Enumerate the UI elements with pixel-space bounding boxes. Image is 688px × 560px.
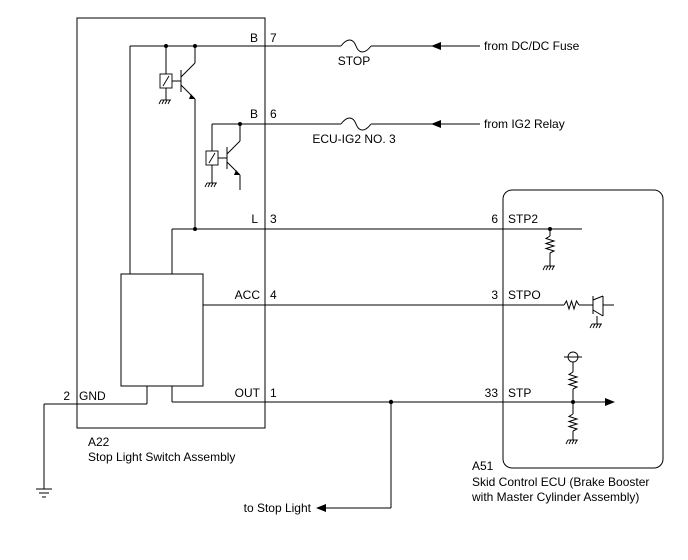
a22-code: A22 [88, 435, 110, 449]
a51-name-line2: with Master Cylinder Assembly) [471, 490, 639, 504]
out-line-internal [171, 386, 265, 403]
b6-wire [265, 117, 480, 131]
b7-wire [265, 39, 480, 53]
out-stp-wire [265, 398, 615, 512]
a22-pin-b6-signal: B [250, 107, 258, 121]
a51-pin-stpo-signal: STPO [508, 288, 541, 302]
a22-pin-l-number: 3 [270, 212, 277, 226]
stp-bias-network [564, 351, 582, 445]
a51-pin-stpo-number: 3 [491, 288, 498, 302]
a51-pin-stp2-number: 6 [491, 212, 498, 226]
a51-name-line1: Skid Control ECU (Brake Booster [472, 475, 649, 489]
a22-pin-b7-signal: B [250, 31, 258, 45]
ig2-source-label: from IG2 Relay [484, 117, 565, 131]
a22-pin-gnd-signal: GND [79, 389, 106, 403]
a22-pin-out-number: 1 [270, 386, 277, 400]
a22-pin-acc-number: 4 [270, 288, 277, 302]
relay-circuit-b7 [129, 44, 265, 274]
a22-switch-block [120, 273, 204, 387]
a51-pin-stp-number: 33 [485, 386, 499, 400]
a51-box [502, 189, 664, 469]
a22-pin-acc-signal: ACC [235, 288, 261, 302]
stop-fuse-label: STOP [338, 54, 370, 68]
dcdc-source-label: from DC/DC Fuse [484, 39, 580, 53]
l-line-internal [171, 227, 265, 274]
a22-name: Stop Light Switch Assembly [88, 450, 235, 464]
a22-pin-b6-number: 6 [270, 107, 277, 121]
a22-pin-b7-number: 7 [270, 31, 277, 45]
a22-pin-gnd-number: 2 [63, 389, 70, 403]
a51-pin-stp2-signal: STP2 [508, 212, 538, 226]
a22-box [76, 17, 266, 429]
stp2-resistor [542, 227, 556, 271]
a51-code: A51 [472, 459, 494, 473]
ecu-ig2-fuse-label: ECU-IG2 NO. 3 [312, 132, 396, 146]
stpo-transistor [563, 295, 614, 329]
stop-light-label: to Stop Light [244, 501, 312, 515]
a22-pin-l-signal: L [251, 212, 258, 226]
a22-pin-out-signal: OUT [235, 386, 261, 400]
a51-pin-stp-signal: STP [508, 386, 531, 400]
relay-circuit-b6 [204, 122, 265, 190]
gnd-line [36, 386, 148, 498]
